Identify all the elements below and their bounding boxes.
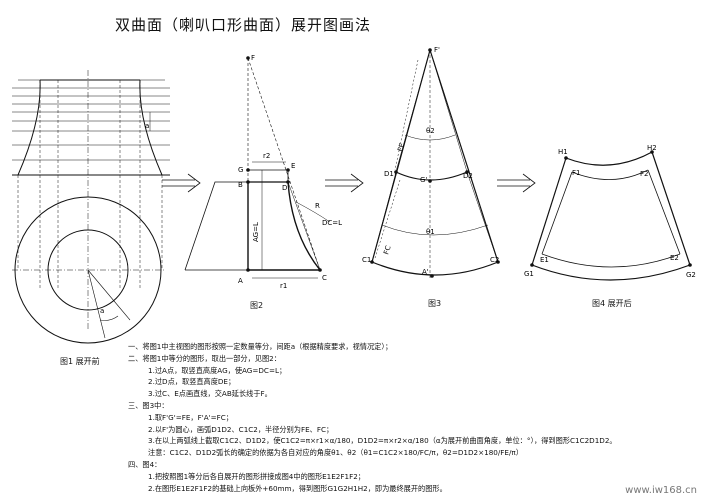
fig3-label-F: F' [434,46,440,54]
note-line: 3.在以上两弧线上截取C1C2、D1D2，使C1C2=π×r1×α/180，D1… [148,436,617,446]
note-line: 四、图4： [128,459,162,469]
fig4-label-F2: F2 [640,170,648,178]
fig3-label-A: A' [422,268,429,276]
fig4-label-G1: G1 [524,270,534,278]
fig1-dim-a: a [145,122,149,130]
fig2-label-B: B [238,181,243,189]
fig2-label-E: E [291,162,295,170]
fig2-label-G: G [238,166,243,174]
fig2-caption: 图2 [250,301,264,310]
note-line: 一、将图1中主视图的图形按照一定数量等分，间距a（根据精度要求，视情况定）； [128,342,393,351]
note-line: 三、图3中： [128,400,169,410]
fig2-label-r2: r2 [263,152,270,160]
fig4-points [530,150,692,267]
fig3-drawing [371,49,499,278]
fig3-label-D2: D2 [463,172,473,180]
fig4-label-E1: E1 [540,256,549,264]
fig4-label-H2: H2 [647,144,657,152]
note-line: 1.把按照图1等分后各自展开的图形拼接成图4中的图形E1E2F1F2； [148,471,365,481]
fig4-label-H1: H1 [558,148,568,156]
fig2-drawing [184,57,331,279]
fig4-label-E2: E2 [670,254,679,262]
fig4-label-G2: G2 [686,271,696,279]
fig2-label-DC: DC=L [322,219,342,227]
fig2-label-r1: r1 [280,282,287,290]
fig3-label-C2: C2 [490,256,499,264]
arrow-3 [497,173,536,193]
fig1-drawing [12,70,170,344]
note-line: 1.过A点，取竖直高度AG，使AG=DC=L； [148,365,287,375]
fig2-label-C: C [322,274,327,282]
fig2-label-A: A [238,277,243,285]
fig3-label-FE: FE [396,142,406,153]
fig3-label-FC: FC [382,245,392,256]
fig4-drawing [531,151,691,281]
fig1-caption: 图1 展开前 [60,357,100,366]
note-line: 2.在图形E1E2F1F2的基础上向板外+60mm，得到图形G1G2H1H2，即… [148,483,447,493]
arrow-2 [325,173,364,193]
fig3-label-C1: C1 [362,256,371,264]
instructions-text: 一、将图1中主视图的图形按照一定数量等分，间距a（根据精度要求，视情况定）； 二… [128,341,698,494]
fig3-label-theta2: θ2 [426,127,435,135]
fig2-points [246,56,322,272]
note-line: 2.过D点，取竖直高度DE； [148,377,236,387]
note-line: 二、将图1中等分的图形，取出一部分，见图2： [128,353,281,363]
note-line: 注意：C1C2、D1D2弧长的确定的依据为各自对应的角度θ1、θ2（θ1=C1C… [148,448,523,458]
fig3-label-theta1: θ1 [426,228,435,236]
fig2-label-D: D [282,184,287,192]
fig3-caption: 图3 [428,299,442,308]
arrow-1 [162,173,201,193]
note-line: 1.取F'G'=FE，F'A'=FC； [148,412,233,422]
note-line: 3.过C、E点画直线，交AB延长线于F。 [148,389,272,399]
fig1-angle-a: a [100,307,104,315]
fig4-caption: 图4 展开后 [592,299,632,308]
fig3-points [370,48,500,278]
fig2-label-R: R [315,202,320,210]
fig2-label-AG: AG=L [252,222,260,242]
fig3-label-D1: D1 [384,170,394,178]
fig2-label-F: F [251,54,255,62]
note-line: 2.以F'为圆心，画弧D1D2、C1C2，半径分别为FE、FC； [148,424,334,434]
watermark: www.iw168.cn [625,485,697,496]
fig3-label-G: G' [420,176,427,184]
page-title: 双曲面（喇叭口形曲面）展开图画法 [115,16,372,34]
fig4-label-F1: F1 [572,169,580,177]
